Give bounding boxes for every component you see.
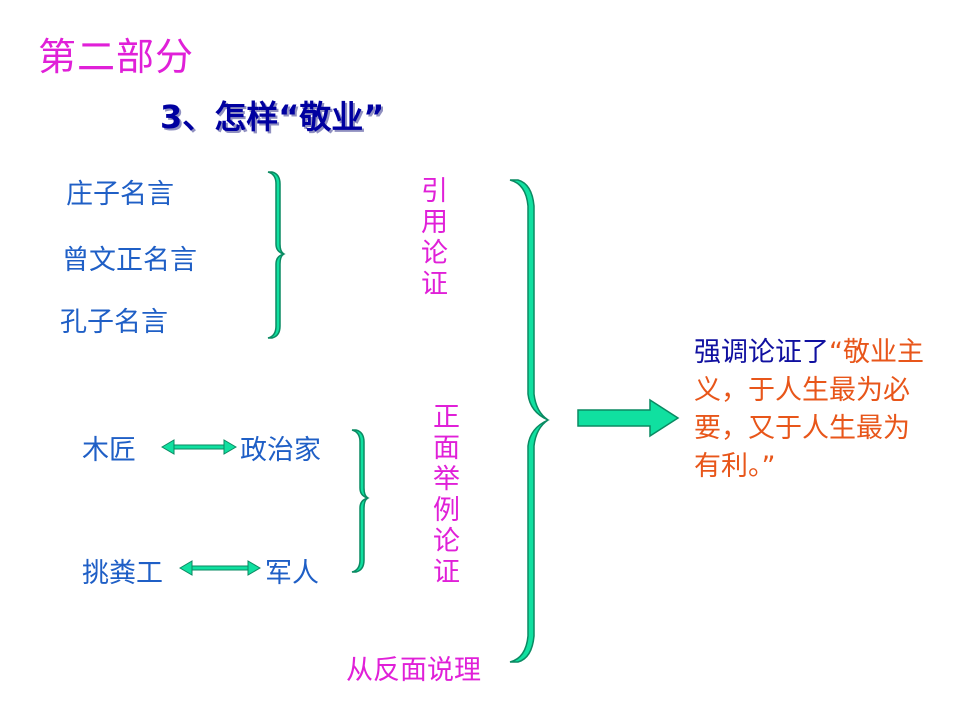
double-arrow-carpenter-politician — [161, 439, 237, 455]
examples-brace — [351, 429, 370, 573]
conclusion-arrow — [577, 398, 680, 438]
page-title: 第二部分 — [38, 35, 195, 79]
conclusion-text: 强调论证了“敬业主义，于人生最为必要，又于人生最为有利。” — [694, 334, 934, 486]
double-arrow-laborer-soldier — [179, 560, 261, 576]
reverse-method-label: 从反面说理 — [346, 655, 481, 686]
section-subtitle: 3、怎样“敬业” — [160, 98, 385, 136]
quote-item-kongzi: 孔子名言 — [60, 307, 168, 338]
quote-item-zeng: 曾文正名言 — [62, 245, 197, 276]
example-left-carpenter: 木匠 — [82, 435, 136, 466]
main-brace — [509, 179, 550, 663]
example-right-politician: 政治家 — [240, 435, 321, 466]
conclusion-lead: 强调论证了 — [694, 337, 829, 368]
example-right-soldier: 军人 — [265, 558, 319, 589]
quote-item-zhuangzi: 庄子名言 — [66, 179, 174, 210]
conclusion-body: “敬业主义，于人生最为必要，又于人生最为有利。” — [694, 337, 924, 482]
example-left-laborer: 挑粪工 — [82, 558, 163, 589]
example-method-label: 正面举例论证 — [428, 402, 459, 588]
quotes-brace — [267, 171, 286, 339]
quote-method-label: 引用论证 — [416, 176, 447, 300]
